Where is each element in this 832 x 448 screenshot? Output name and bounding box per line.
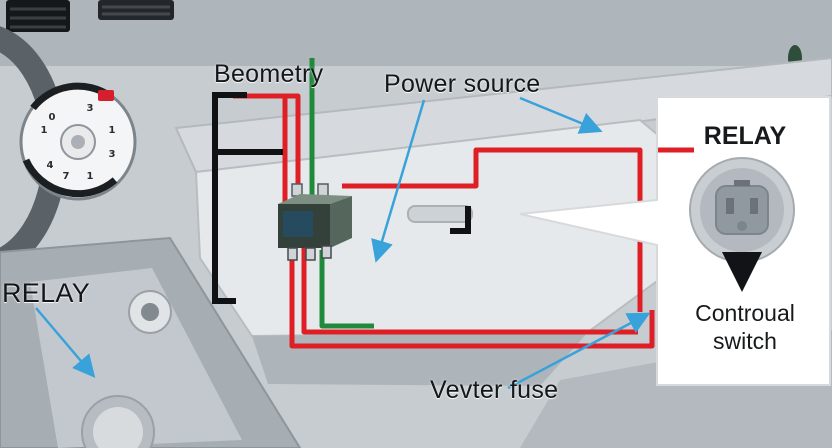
relay-left-label: RELAY [2, 278, 91, 308]
relay-socket-illustration [689, 157, 795, 263]
relay-component [278, 183, 352, 261]
inset-relay-title: RELAY [703, 122, 787, 150]
beometry-label: Beometry [214, 60, 324, 88]
dial-digit: 4 [47, 160, 54, 171]
vevter-fuse-leader [507, 312, 651, 390]
dial-digit: 7 [63, 171, 70, 182]
inset-caption-line2: switch [713, 327, 777, 354]
dial-digit: 3 [87, 103, 94, 114]
vevter-fuse-label: Vevter fuse [430, 376, 559, 404]
relay-leader [35, 307, 96, 378]
relay-pin [305, 247, 316, 261]
relay-pin [287, 247, 298, 261]
relay-pin [321, 245, 332, 259]
climate-dial: 0 3 1 3 1 7 4 1 [19, 82, 137, 201]
red-wire-bottom [289, 206, 655, 349]
air-vent-left [6, 0, 70, 32]
power-source-label: Power source [384, 70, 541, 98]
dial-red-button [98, 90, 114, 101]
power-source-leader-right [519, 96, 603, 134]
dial-digit: 1 [41, 125, 48, 136]
red-wire-left [233, 93, 301, 206]
small-bracket [450, 206, 471, 234]
air-vent-center [98, 0, 174, 20]
inset-caption-line1: Controual [695, 300, 795, 326]
inset-panel [519, 96, 831, 386]
dial-digit: 3 [109, 149, 116, 160]
center-console [0, 236, 302, 448]
shifter-knob [141, 303, 159, 321]
dial-digit: 1 [109, 125, 116, 136]
green-wire-bottom [319, 250, 374, 329]
dial-digit: 1 [87, 171, 94, 182]
power-source-leader-left [371, 99, 426, 263]
glovebox-handle [407, 205, 473, 223]
inset-caption: Controual switch [658, 300, 832, 355]
beometry-bracket [212, 92, 283, 304]
dial-digit: 0 [49, 112, 56, 123]
